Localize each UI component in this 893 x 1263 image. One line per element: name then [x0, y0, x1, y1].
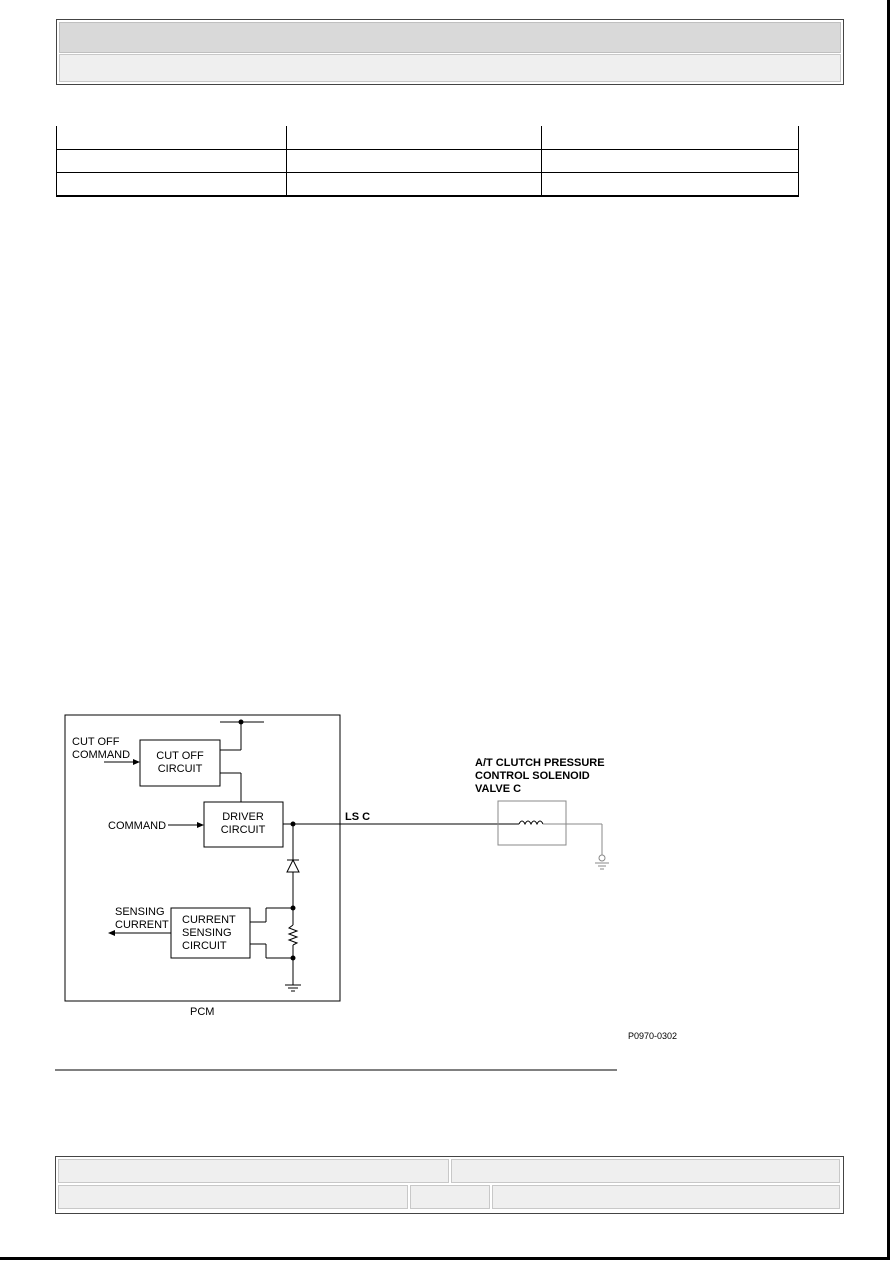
- ls-c-wire-label: LS C: [345, 811, 370, 823]
- figure-code: P0970-0302: [628, 1031, 677, 1041]
- solenoid-box: [497, 800, 567, 846]
- sensing-current-label: SENSING: [115, 906, 165, 918]
- header-bar: [56, 19, 844, 85]
- header-title-row: [59, 22, 841, 53]
- cut-off-circuit-label: CUT OFF: [156, 750, 204, 762]
- table-row-line-1: [56, 149, 799, 150]
- driver-circuit-label: DRIVER: [222, 811, 264, 823]
- table-bottom-line: [56, 195, 799, 197]
- cut-off-command-label: CUT OFF: [72, 736, 120, 748]
- table-divider-2: [541, 126, 542, 196]
- current-sensing-circuit-label-2: SENSING: [182, 927, 232, 939]
- sensing-current-label-2: CURRENT: [115, 919, 169, 931]
- cut-off-circuit-label-2: CIRCUIT: [158, 763, 203, 775]
- driver-circuit-label-2: CIRCUIT: [221, 824, 266, 836]
- solenoid-label-2: CONTROL SOLENOID: [475, 770, 590, 782]
- current-sensing-circuit-label-3: CIRCUIT: [182, 940, 227, 952]
- current-sensing-circuit-box: [170, 907, 251, 959]
- solenoid-label-3: VALVE C: [475, 783, 521, 795]
- table-border-left: [56, 126, 57, 196]
- solenoid-label: A/T CLUTCH PRESSURE: [475, 757, 605, 769]
- footer-cell-1: [58, 1159, 449, 1183]
- table-border-right: [798, 126, 799, 196]
- cut-off-command-label-2: COMMAND: [72, 749, 130, 761]
- spec-table: [56, 126, 799, 197]
- footer-table: [55, 1156, 844, 1214]
- cut-off-circuit-box: [139, 739, 221, 787]
- pcm-label: PCM: [190, 1006, 214, 1018]
- footer-cell-3: [58, 1185, 408, 1209]
- footer-cell-4: [410, 1185, 490, 1209]
- command-label: COMMAND: [108, 820, 166, 832]
- footer-cell-5: [492, 1185, 840, 1209]
- table-row-line-2: [56, 172, 799, 173]
- pcm-box: [64, 714, 341, 1002]
- current-sensing-circuit-label: CURRENT: [182, 914, 236, 926]
- footer-cell-2: [451, 1159, 840, 1183]
- table-divider-1: [286, 126, 287, 196]
- header-subtitle-row: [59, 54, 841, 82]
